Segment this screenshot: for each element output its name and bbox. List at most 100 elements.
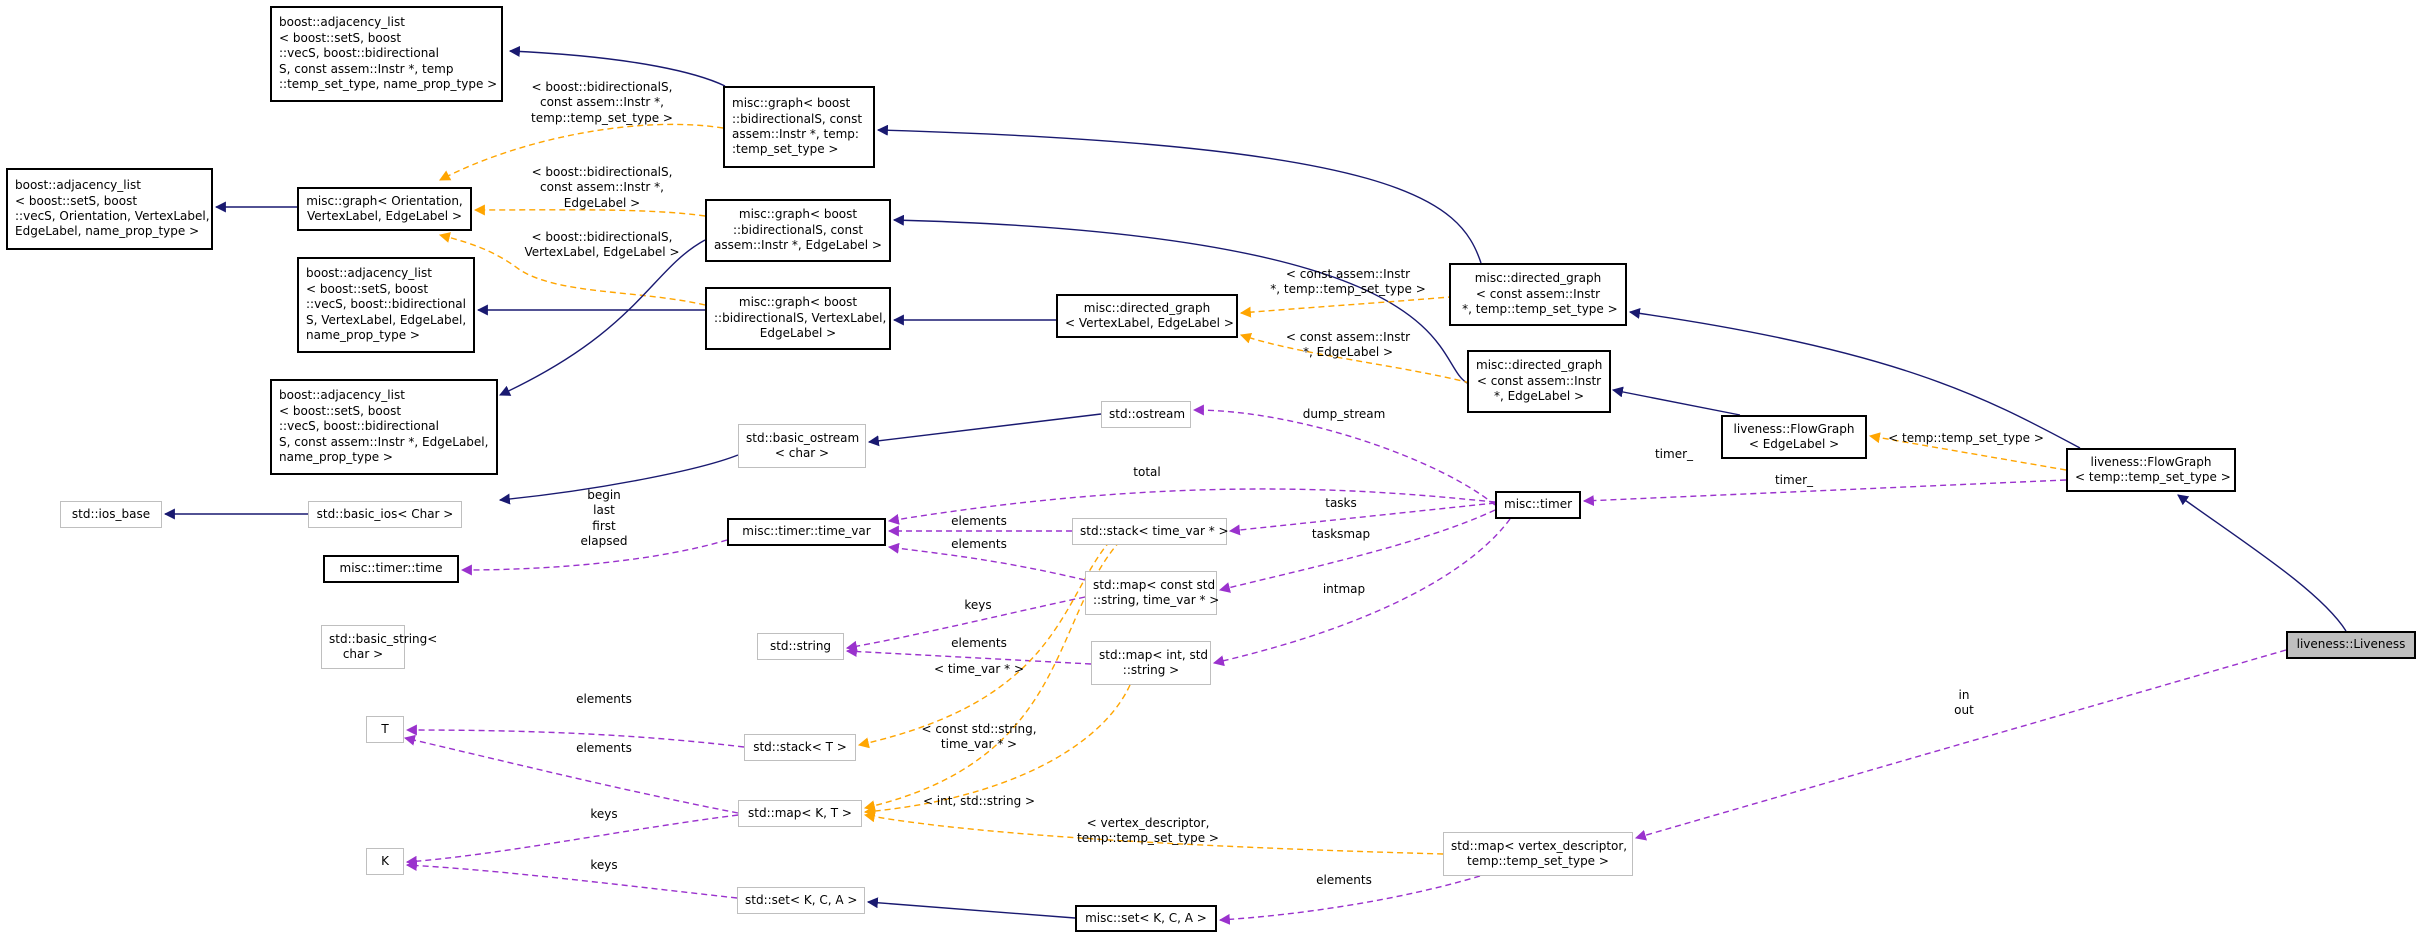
- edge-7: [892, 214, 1468, 384]
- edge-36: [403, 734, 739, 814]
- edge-label-l5: < const assem::Instr*, EdgeLabel >: [1286, 330, 1410, 361]
- node-label-line: misc::timer::time_var: [742, 524, 871, 539]
- node-label-line: misc::directed_graph: [1083, 300, 1211, 315]
- edge-label-l14: elements: [951, 537, 1007, 552]
- node-label-line: EdgeLabel >: [759, 326, 837, 341]
- node-label-line: S, const assem::Instr *, temp: [279, 61, 454, 76]
- edge-label-line: elements: [576, 741, 632, 755]
- node-label-line: < const assem::Instr: [1475, 286, 1601, 301]
- node-label-line: *, temp::temp_set_type >: [1458, 302, 1618, 317]
- class-node-n13[interactable]: std::basic_ostream< char >: [738, 424, 866, 468]
- edge-label-l20: elements: [576, 692, 632, 707]
- edge-label-line: keys: [590, 858, 618, 872]
- class-node-n23[interactable]: std::basic_string<char >: [321, 625, 438, 669]
- class-node-n6[interactable]: boost::adjacency_list< boost::setS, boos…: [297, 257, 475, 353]
- edge-label-l4: < const assem::Instr*, temp::temp_set_ty…: [1270, 267, 1426, 298]
- class-node-n18[interactable]: misc::timer: [1495, 491, 1581, 519]
- class-node-n11[interactable]: boost::adjacency_list< boost::setS, boos…: [270, 379, 498, 475]
- edge-13: [1611, 386, 1741, 416]
- edge-label-line: < boost::bidirectionalS,: [531, 165, 673, 179]
- edge-label-l23: < int, std::string >: [923, 794, 1035, 809]
- class-node-n29[interactable]: std::map< K, T >: [738, 800, 862, 827]
- node-label-line: std::basic_string<: [329, 631, 438, 646]
- edge-38: [405, 860, 738, 899]
- class-node-n22[interactable]: std::map< const std::string, time_var * …: [1085, 571, 1219, 615]
- class-node-n10[interactable]: misc::directed_graph< const assem::Instr…: [1467, 350, 1611, 413]
- node-label-line: assem::Instr *, temp:: [732, 127, 859, 141]
- node-label-line: ::vecS, Orientation, VertexLabel,: [15, 209, 210, 223]
- class-node-n28[interactable]: std::stack< T >: [744, 734, 856, 761]
- edge-label-line: const assem::Instr *,: [540, 180, 664, 195]
- edge-label-l8: timer_: [1655, 447, 1693, 462]
- edge-label-l18: elements: [951, 636, 1007, 651]
- class-node-n16[interactable]: std::ios_base: [60, 501, 162, 528]
- edge-label-line: < temp::temp_set_type >: [1888, 431, 2044, 445]
- edge-35: [405, 724, 745, 748]
- node-label-line: misc::graph< boost: [738, 295, 858, 310]
- edge-32: [863, 684, 1131, 817]
- class-node-n14[interactable]: liveness::FlowGraph< EdgeLabel >: [1721, 415, 1867, 459]
- edge-label-line: < const assem::Instr: [1285, 330, 1411, 344]
- edge-label-line: last: [593, 503, 615, 518]
- node-label-line: *, EdgeLabel >: [1493, 389, 1585, 404]
- class-node-n26[interactable]: liveness::Liveness: [2286, 631, 2416, 659]
- class-node-n7[interactable]: misc::graph< boost::bidirectionalS, Vert…: [705, 287, 891, 350]
- edge-label-line: *, EdgeLabel >: [1302, 345, 1394, 360]
- class-node-n24[interactable]: std::string: [757, 633, 844, 660]
- edge-label-l12: tasks: [1325, 496, 1357, 511]
- class-node-n12[interactable]: std::ostream: [1101, 401, 1191, 428]
- node-label-line: misc::directed_graph: [1474, 271, 1602, 286]
- node-label-line: ::vecS, boost::bidirectional: [306, 297, 466, 312]
- edge-label-line: time_var * >: [940, 737, 1018, 752]
- node-label-line: name_prop_type >: [306, 328, 420, 343]
- class-node-n30[interactable]: K: [366, 848, 404, 875]
- class-node-n3[interactable]: boost::adjacency_list< boost::setS, boos…: [6, 168, 213, 250]
- edge-label-line: begin: [587, 488, 621, 502]
- edge-label-line: const assem::Instr *,: [539, 95, 664, 110]
- class-node-n1[interactable]: boost::adjacency_list< boost::setS, boos…: [270, 6, 503, 102]
- class-node-n9[interactable]: misc::directed_graph< const assem::Instr…: [1449, 263, 1627, 326]
- edge-label-line: EdgeLabel >: [563, 195, 641, 210]
- edge-33: [863, 811, 1444, 855]
- class-node-n17[interactable]: std::basic_ios< Char >: [308, 501, 462, 528]
- edge-12: [1239, 332, 1471, 384]
- class-node-n4[interactable]: misc::graph< Orientation,VertexLabel, Ed…: [297, 187, 472, 231]
- node-label-line: misc::graph< boost: [738, 207, 858, 222]
- node-label-line: char >: [342, 647, 384, 661]
- edge-22: [1228, 502, 1496, 536]
- edge-label-line: total: [1133, 465, 1161, 479]
- class-node-n25[interactable]: std::map< int, std::string >: [1091, 641, 1211, 685]
- edge-15: [1868, 432, 2067, 471]
- node-label-line: liveness::Liveness: [2296, 637, 2406, 652]
- node-label-line: std::string: [769, 638, 832, 653]
- class-node-n2[interactable]: misc::graph< boost::bidirectionalS, cons…: [723, 86, 875, 168]
- class-node-n19[interactable]: misc::timer::time_var: [727, 518, 886, 546]
- node-label-line: ::bidirectionalS, const: [732, 111, 863, 126]
- node-label-line: < char >: [774, 446, 830, 460]
- node-label-line: misc::graph< Orientation,: [306, 193, 463, 208]
- edge-27: [460, 539, 728, 576]
- edge-label-line: elements: [951, 537, 1007, 551]
- node-label-line: std::ios_base: [71, 506, 151, 521]
- node-label-line: < EdgeLabel >: [1748, 437, 1840, 451]
- class-node-n5[interactable]: misc::graph< boost::bidirectionalS, cons…: [705, 199, 891, 262]
- node-label-line: std::ostream: [1109, 406, 1186, 421]
- class-node-n31[interactable]: std::map< vertex_descriptor,temp::temp_s…: [1443, 832, 1633, 876]
- node-label-line: std::stack< time_var * >: [1080, 523, 1229, 538]
- node-label-line: std::set< K, C, A >: [745, 892, 858, 907]
- edge-label-line: < boost::bidirectionalS,: [531, 80, 673, 94]
- class-node-n15[interactable]: liveness::FlowGraph< temp::temp_set_type…: [2066, 448, 2236, 492]
- node-label-line: liveness::FlowGraph: [1733, 421, 1855, 436]
- class-node-n8[interactable]: misc::directed_graph< VertexLabel, EdgeL…: [1056, 294, 1238, 338]
- edge-label-line: elements: [951, 514, 1007, 528]
- edge-label-l26: keys: [590, 858, 617, 873]
- edge-label-line: keys: [964, 598, 992, 612]
- class-node-n32[interactable]: std::set< K, C, A >: [737, 887, 865, 914]
- class-node-n33[interactable]: misc::set< K, C, A >: [1075, 905, 1217, 932]
- class-node-n20[interactable]: std::stack< time_var * >: [1072, 518, 1229, 545]
- class-node-n21[interactable]: misc::timer::time: [323, 555, 459, 583]
- edge-34: [1634, 649, 2287, 841]
- class-node-n27[interactable]: T: [366, 716, 404, 743]
- edge-label-l9: total: [1133, 465, 1160, 480]
